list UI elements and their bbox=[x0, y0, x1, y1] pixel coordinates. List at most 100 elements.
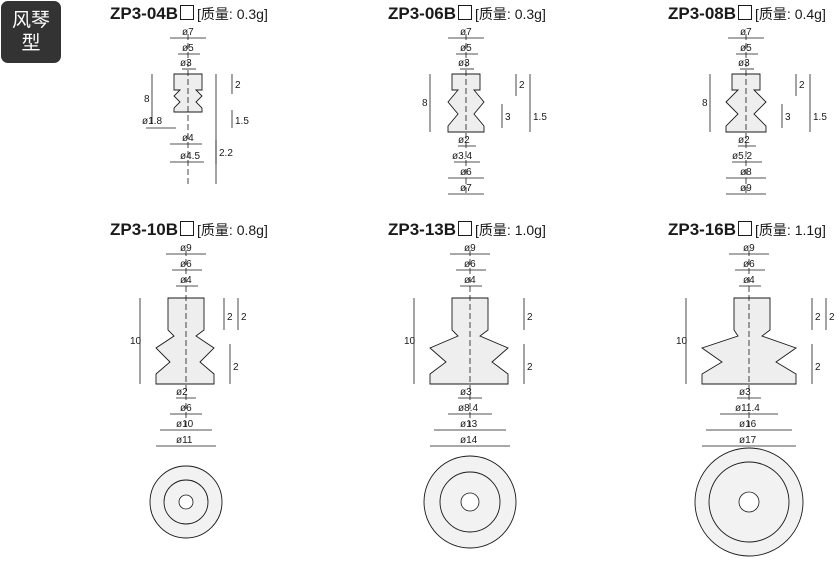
dim-height: 10 bbox=[676, 336, 688, 347]
drawing-title: ZP3-13B [质量: 1.0g] bbox=[388, 220, 546, 240]
dim-bottom-1: ø2 bbox=[458, 135, 470, 146]
suffix-box bbox=[180, 221, 195, 236]
dim-bottom-1: ø3 bbox=[739, 387, 751, 398]
dim-right-3: 2.2 bbox=[219, 148, 233, 159]
top-view-port bbox=[178, 494, 194, 510]
dim-top-outer: ø9 bbox=[464, 243, 476, 254]
dim-top-middle: ø6 bbox=[464, 259, 476, 270]
dim-top-inner: ø4 bbox=[180, 275, 192, 286]
mass-label: [质量: 1.0g] bbox=[475, 222, 546, 238]
dim-bottom-2: ø8.4 bbox=[458, 403, 478, 414]
drawing-zp3-04b: ZP3-04B [质量: 0.3g] ø7 ø5 ø3 ø1.8 ø4 ø4.5 … bbox=[110, 4, 390, 209]
dim-bottom-4: ø17 bbox=[739, 435, 757, 446]
drawing-title: ZP3-06B [质量: 0.3g] bbox=[388, 4, 546, 24]
dim-top-outer: ø9 bbox=[180, 243, 192, 254]
dim-left-small: ø1.8 bbox=[142, 116, 162, 127]
dim-bottom-4: ø7 bbox=[460, 183, 472, 194]
dim-right-2: 2 bbox=[241, 312, 247, 323]
model-number: ZP3-06B bbox=[388, 4, 457, 23]
dim-right-1: 2 bbox=[527, 312, 533, 323]
drawing-zp3-06b: ZP3-06B [质量: 0.3g] ø7 ø5 ø3 ø2 ø3.4 ø6 ø7… bbox=[388, 4, 668, 209]
badge-line-1: 风琴 bbox=[11, 9, 50, 31]
side-view-zp3-13b: ø9 ø6 ø4 ø3 ø8.4 ø13 ø14 10 2 2 bbox=[404, 243, 533, 549]
dim-bottom-2: ø5.2 bbox=[732, 151, 752, 162]
drawing-title: ZP3-16B [质量: 1.1g] bbox=[668, 220, 826, 240]
dim-bottom-4: ø14 bbox=[460, 435, 478, 446]
mass-label: [质量: 1.1g] bbox=[755, 222, 826, 238]
dim-right-2: 2 bbox=[527, 362, 533, 373]
side-view-zp3-08b: ø7 ø5 ø3 ø2 ø5.2 ø8 ø9 8 2 3 1.5 bbox=[702, 27, 827, 195]
drawing-zp3-08b: ZP3-08B [质量: 0.4g] ø7 ø5 ø3 ø2 ø5.2 ø8 ø9… bbox=[668, 4, 839, 209]
drawing-title: ZP3-10B [质量: 0.8g] bbox=[110, 220, 268, 240]
cup-profile bbox=[155, 297, 215, 385]
mass-label: [质量: 0.8g] bbox=[197, 222, 268, 238]
dim-bottom-3: ø6 bbox=[460, 167, 472, 178]
badge-line-2: 型 bbox=[21, 32, 41, 54]
dim-top-inner: ø4 bbox=[743, 275, 755, 286]
dim-bottom-4: ø9 bbox=[740, 183, 752, 194]
suffix-box bbox=[458, 5, 473, 20]
model-number: ZP3-08B bbox=[668, 4, 737, 23]
dim-height: 8 bbox=[422, 98, 428, 109]
dim-height: 10 bbox=[130, 336, 142, 347]
suffix-box bbox=[738, 221, 753, 236]
drawing-zp3-16b: ZP3-16B [质量: 1.1g] ø9 ø6 ø4 ø3 ø11.4 ø16 … bbox=[668, 220, 839, 557]
side-view-zp3-04b: ø7 ø5 ø3 ø1.8 ø4 ø4.5 8 2 1.5 2.2 bbox=[142, 27, 249, 184]
dim-bottom-3: ø16 bbox=[739, 419, 757, 430]
mass-label: [质量: 0.3g] bbox=[475, 6, 546, 22]
dim-right-1: 2 bbox=[799, 80, 805, 91]
dim-bottom-2: ø3.4 bbox=[452, 151, 472, 162]
dim-top-inner: ø3 bbox=[458, 58, 470, 69]
mass-label: [质量: 0.3g] bbox=[197, 6, 268, 22]
model-number: ZP3-13B bbox=[388, 220, 457, 239]
dim-top-outer: ø9 bbox=[743, 243, 755, 254]
dim-top-inner: ø4 bbox=[464, 275, 476, 286]
dim-right-2: 2 bbox=[829, 312, 835, 323]
dim-height: 8 bbox=[144, 94, 150, 105]
dim-right-1: 2 bbox=[519, 80, 525, 91]
drawing-zp3-13b: ZP3-13B [质量: 1.0g] ø9 ø6 ø4 ø3 ø8.4 ø13 ø… bbox=[388, 220, 668, 549]
dim-bottom-3: ø13 bbox=[460, 419, 478, 430]
dim-right-2: 3 bbox=[785, 112, 791, 123]
drawing-title: ZP3-08B [质量: 0.4g] bbox=[668, 4, 826, 24]
dim-right-3: 2 bbox=[815, 362, 821, 373]
dim-right-1: 2 bbox=[815, 312, 821, 323]
dim-top-middle: ø5 bbox=[182, 43, 194, 54]
dim-height: 8 bbox=[702, 98, 708, 109]
cup-profile bbox=[429, 297, 509, 385]
dim-bottom-3: ø10 bbox=[176, 419, 194, 430]
dim-right-3: 1.5 bbox=[533, 112, 547, 123]
side-view-zp3-16b: ø9 ø6 ø4 ø3 ø11.4 ø16 ø17 10 2 2 2 bbox=[676, 243, 835, 557]
dim-right-3: 1.5 bbox=[813, 112, 827, 123]
drawing-zp3-10b: ZP3-10B [质量: 0.8g] ø9 ø6 ø4 ø2 ø6 ø10 ø11… bbox=[110, 220, 390, 539]
side-view-zp3-06b: ø7 ø5 ø3 ø2 ø3.4 ø6 ø7 8 2 3 1.5 bbox=[422, 27, 547, 195]
model-number: ZP3-10B bbox=[110, 220, 179, 239]
top-view-port bbox=[738, 491, 760, 513]
dim-right-1: 2 bbox=[227, 312, 233, 323]
mass-label: [质量: 0.4g] bbox=[755, 6, 826, 22]
drawing-title: ZP3-04B [质量: 0.3g] bbox=[110, 4, 268, 24]
dim-top-middle: ø6 bbox=[743, 259, 755, 270]
dim-bottom-2: ø11.4 bbox=[735, 403, 760, 414]
dim-bottom-1: ø3 bbox=[460, 387, 472, 398]
model-number: ZP3-04B bbox=[110, 4, 179, 23]
dim-right-2: 1.5 bbox=[235, 116, 249, 127]
dim-top-inner: ø3 bbox=[180, 58, 192, 69]
dim-bottom-2: ø4.5 bbox=[180, 151, 200, 162]
dim-height: 10 bbox=[404, 336, 416, 347]
dim-bottom-1: ø2 bbox=[738, 135, 750, 146]
dim-right-1: 2 bbox=[235, 80, 241, 91]
dim-bottom-4: ø11 bbox=[176, 435, 193, 446]
dim-top-outer: ø7 bbox=[182, 27, 194, 38]
dim-top-outer: ø7 bbox=[740, 27, 752, 38]
top-view-port bbox=[460, 492, 480, 512]
suffix-box bbox=[458, 221, 473, 236]
dim-right-3: 2 bbox=[233, 362, 239, 373]
side-view-zp3-10b: ø9 ø6 ø4 ø2 ø6 ø10 ø11 10 2 2 2 bbox=[130, 243, 247, 539]
dim-right-2: 3 bbox=[505, 112, 511, 123]
dim-bottom-3: ø8 bbox=[740, 167, 752, 178]
dim-top-outer: ø7 bbox=[460, 27, 472, 38]
dim-top-middle: ø5 bbox=[460, 43, 472, 54]
suffix-box bbox=[738, 5, 753, 20]
model-number: ZP3-16B bbox=[668, 220, 737, 239]
